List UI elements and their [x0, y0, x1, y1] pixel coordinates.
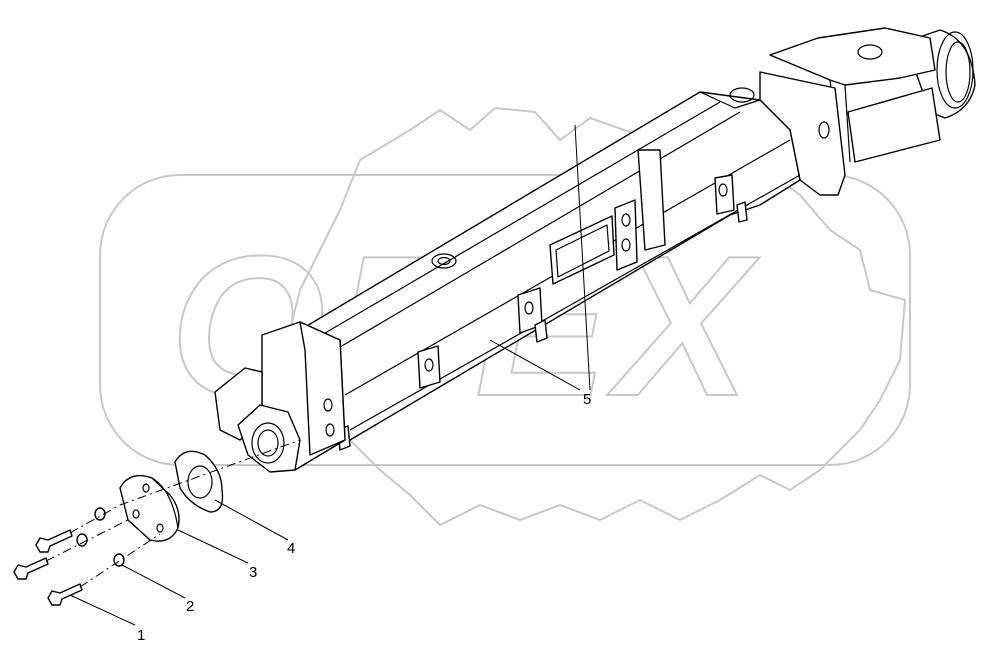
- housing-lug-hole-2: [621, 238, 631, 252]
- housing-lug-5: [417, 345, 441, 389]
- leader-5a: [489, 339, 581, 391]
- end-cover-outline: [119, 474, 180, 542]
- end-cover: [119, 474, 180, 542]
- housing-beam-mid-port-inner: [437, 256, 451, 266]
- callout-3: 3: [249, 564, 257, 581]
- housing-foot-2: [534, 319, 548, 343]
- housing-top-block: [769, 27, 936, 86]
- leader-lines: [69, 124, 591, 626]
- washers: [76, 507, 125, 567]
- bolt-3: [47, 583, 83, 606]
- bolt-1: [35, 529, 73, 553]
- washer-3: [113, 553, 125, 567]
- housing-beam-top-port: [729, 87, 755, 103]
- housing-left-end-hole-2: [325, 423, 335, 437]
- housing-lug-3: [714, 174, 735, 215]
- end-cover-face: [151, 477, 179, 529]
- bolts: [13, 529, 83, 606]
- leader-1: [69, 594, 136, 626]
- housing-beam-mid-port: [431, 253, 457, 269]
- leader-5b: [574, 124, 591, 391]
- end-cover-hole-3: [156, 523, 164, 533]
- callout-4: 4: [287, 540, 295, 557]
- assembly-axes: [45, 439, 301, 588]
- housing-left-port: [251, 422, 285, 464]
- housing-side-panel: [847, 87, 941, 163]
- washer-2: [76, 533, 88, 547]
- housing-right-tube-opening: [936, 31, 974, 109]
- callout-labels: 1 2 3 4 5: [137, 391, 591, 644]
- housing-lug-hole-4: [524, 301, 534, 315]
- leader-4: [214, 499, 289, 541]
- washer-1: [94, 507, 106, 521]
- housing-cover-plate-inner: [555, 224, 610, 278]
- housing-lug-hole-5: [424, 358, 434, 372]
- axis-line-3: [79, 533, 161, 588]
- housing-lug-hole-1: [621, 213, 631, 227]
- housing-right-tube-inner: [945, 41, 971, 103]
- housing-lug-1: [614, 199, 638, 271]
- leader-3: [177, 529, 249, 564]
- housing-top-hole: [857, 44, 883, 60]
- gasket-outline: [174, 450, 224, 513]
- end-cover-hole-1: [142, 483, 150, 493]
- housing-beam-top-edge: [319, 101, 741, 351]
- callout-1: 1: [137, 627, 145, 644]
- callout-2: 2: [186, 598, 194, 615]
- housing-left-port-inner: [257, 429, 279, 457]
- gasket: [174, 450, 224, 513]
- axis-line-1: [69, 439, 301, 534]
- end-cover-hole-2: [132, 509, 140, 519]
- watermark-frame: [99, 174, 911, 466]
- housing-foot-1: [736, 201, 748, 223]
- leader-2: [121, 564, 186, 599]
- callout-5: 5: [583, 391, 591, 408]
- housing-lug-2: [637, 149, 666, 251]
- bolt-2: [13, 557, 49, 580]
- gasket-center-hole: [187, 465, 213, 499]
- housing-left-end-hole: [323, 398, 333, 412]
- housing-left-end-face: [299, 321, 346, 456]
- housing-right-bolt-hole: [818, 121, 830, 139]
- axis-line-2: [45, 519, 129, 562]
- housing-beam-rib: [699, 91, 761, 109]
- housing-lug-hole-3: [718, 183, 728, 197]
- main-housing: [214, 27, 976, 473]
